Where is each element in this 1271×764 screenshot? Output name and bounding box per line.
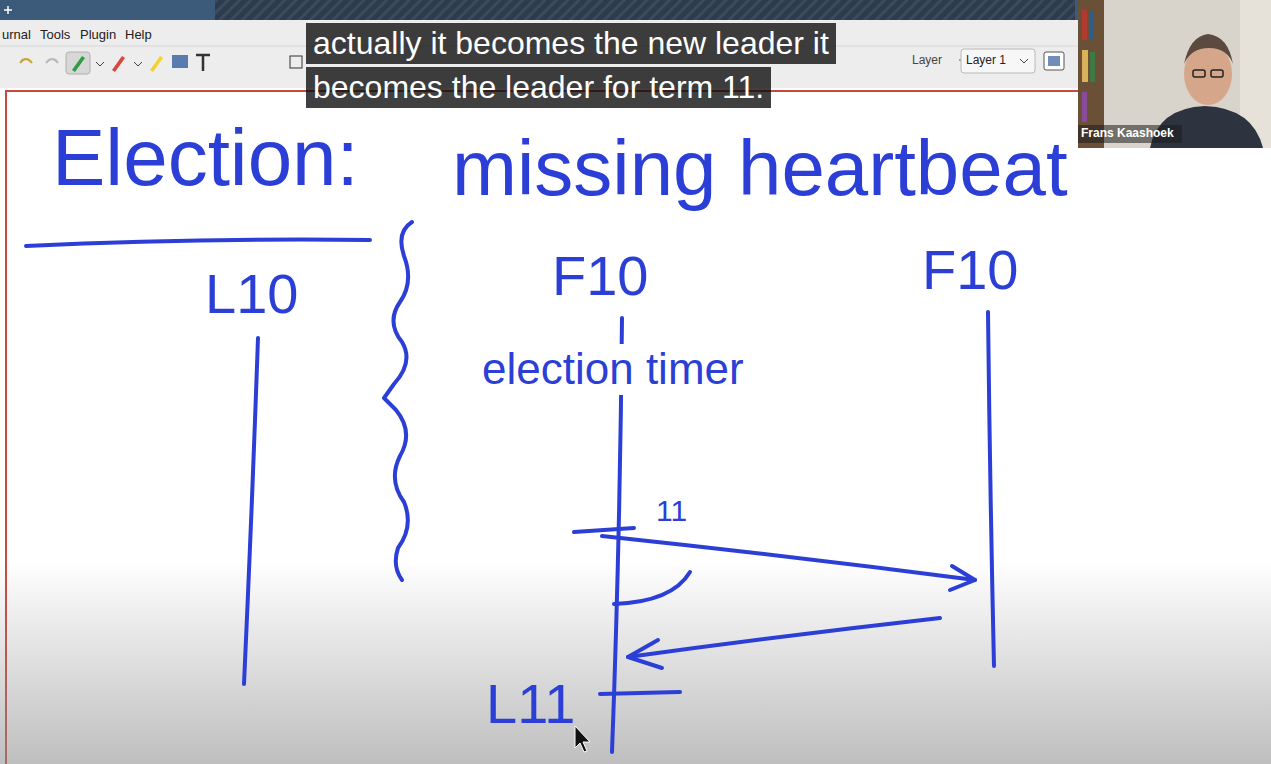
term-number: 11 xyxy=(656,494,687,529)
follower-label: F10 xyxy=(552,244,649,308)
vote-arc xyxy=(614,572,690,604)
menu-item: Tools xyxy=(40,28,70,43)
follower-label: F10 xyxy=(922,238,1019,302)
timeout-tick xyxy=(574,528,634,532)
toolbar-label: Layer xyxy=(912,54,942,68)
layer-select: Layer 1 xyxy=(966,54,1006,68)
handwritten-title: missing heartbeat xyxy=(452,124,1068,214)
page-ground xyxy=(0,88,1271,764)
handwritten-title: Election: xyxy=(52,112,359,204)
participant-name: Frans Kaashoek xyxy=(1081,127,1174,141)
title-bar-pattern xyxy=(215,0,1075,20)
webcam-view xyxy=(1078,0,1271,148)
leader-tick xyxy=(600,692,680,694)
leader-label: L10 xyxy=(205,262,298,326)
mouse-cursor xyxy=(575,726,590,752)
follower-timeline xyxy=(988,312,994,666)
menu-item: Help xyxy=(125,28,152,43)
handwritten-note: election timer xyxy=(478,344,748,395)
leader-label: L11 xyxy=(486,672,575,736)
vote-reply-arrow xyxy=(628,618,940,657)
menu-item: Plugin xyxy=(80,28,116,43)
plus-icon xyxy=(4,6,12,14)
video-fade xyxy=(0,560,1271,764)
subtitle-line: actually it becomes the new leader it xyxy=(306,23,836,64)
curly-brace xyxy=(384,222,412,580)
subtitle-line: becomes the leader for term 11. xyxy=(306,67,771,108)
menu-item: urnal xyxy=(2,28,31,43)
title-underline xyxy=(26,240,370,246)
leader-timeline xyxy=(244,338,258,684)
ink-strokes xyxy=(26,222,994,752)
arrow-head xyxy=(950,566,975,590)
vote-request-arrow xyxy=(602,536,975,580)
arrow-head xyxy=(628,640,662,668)
